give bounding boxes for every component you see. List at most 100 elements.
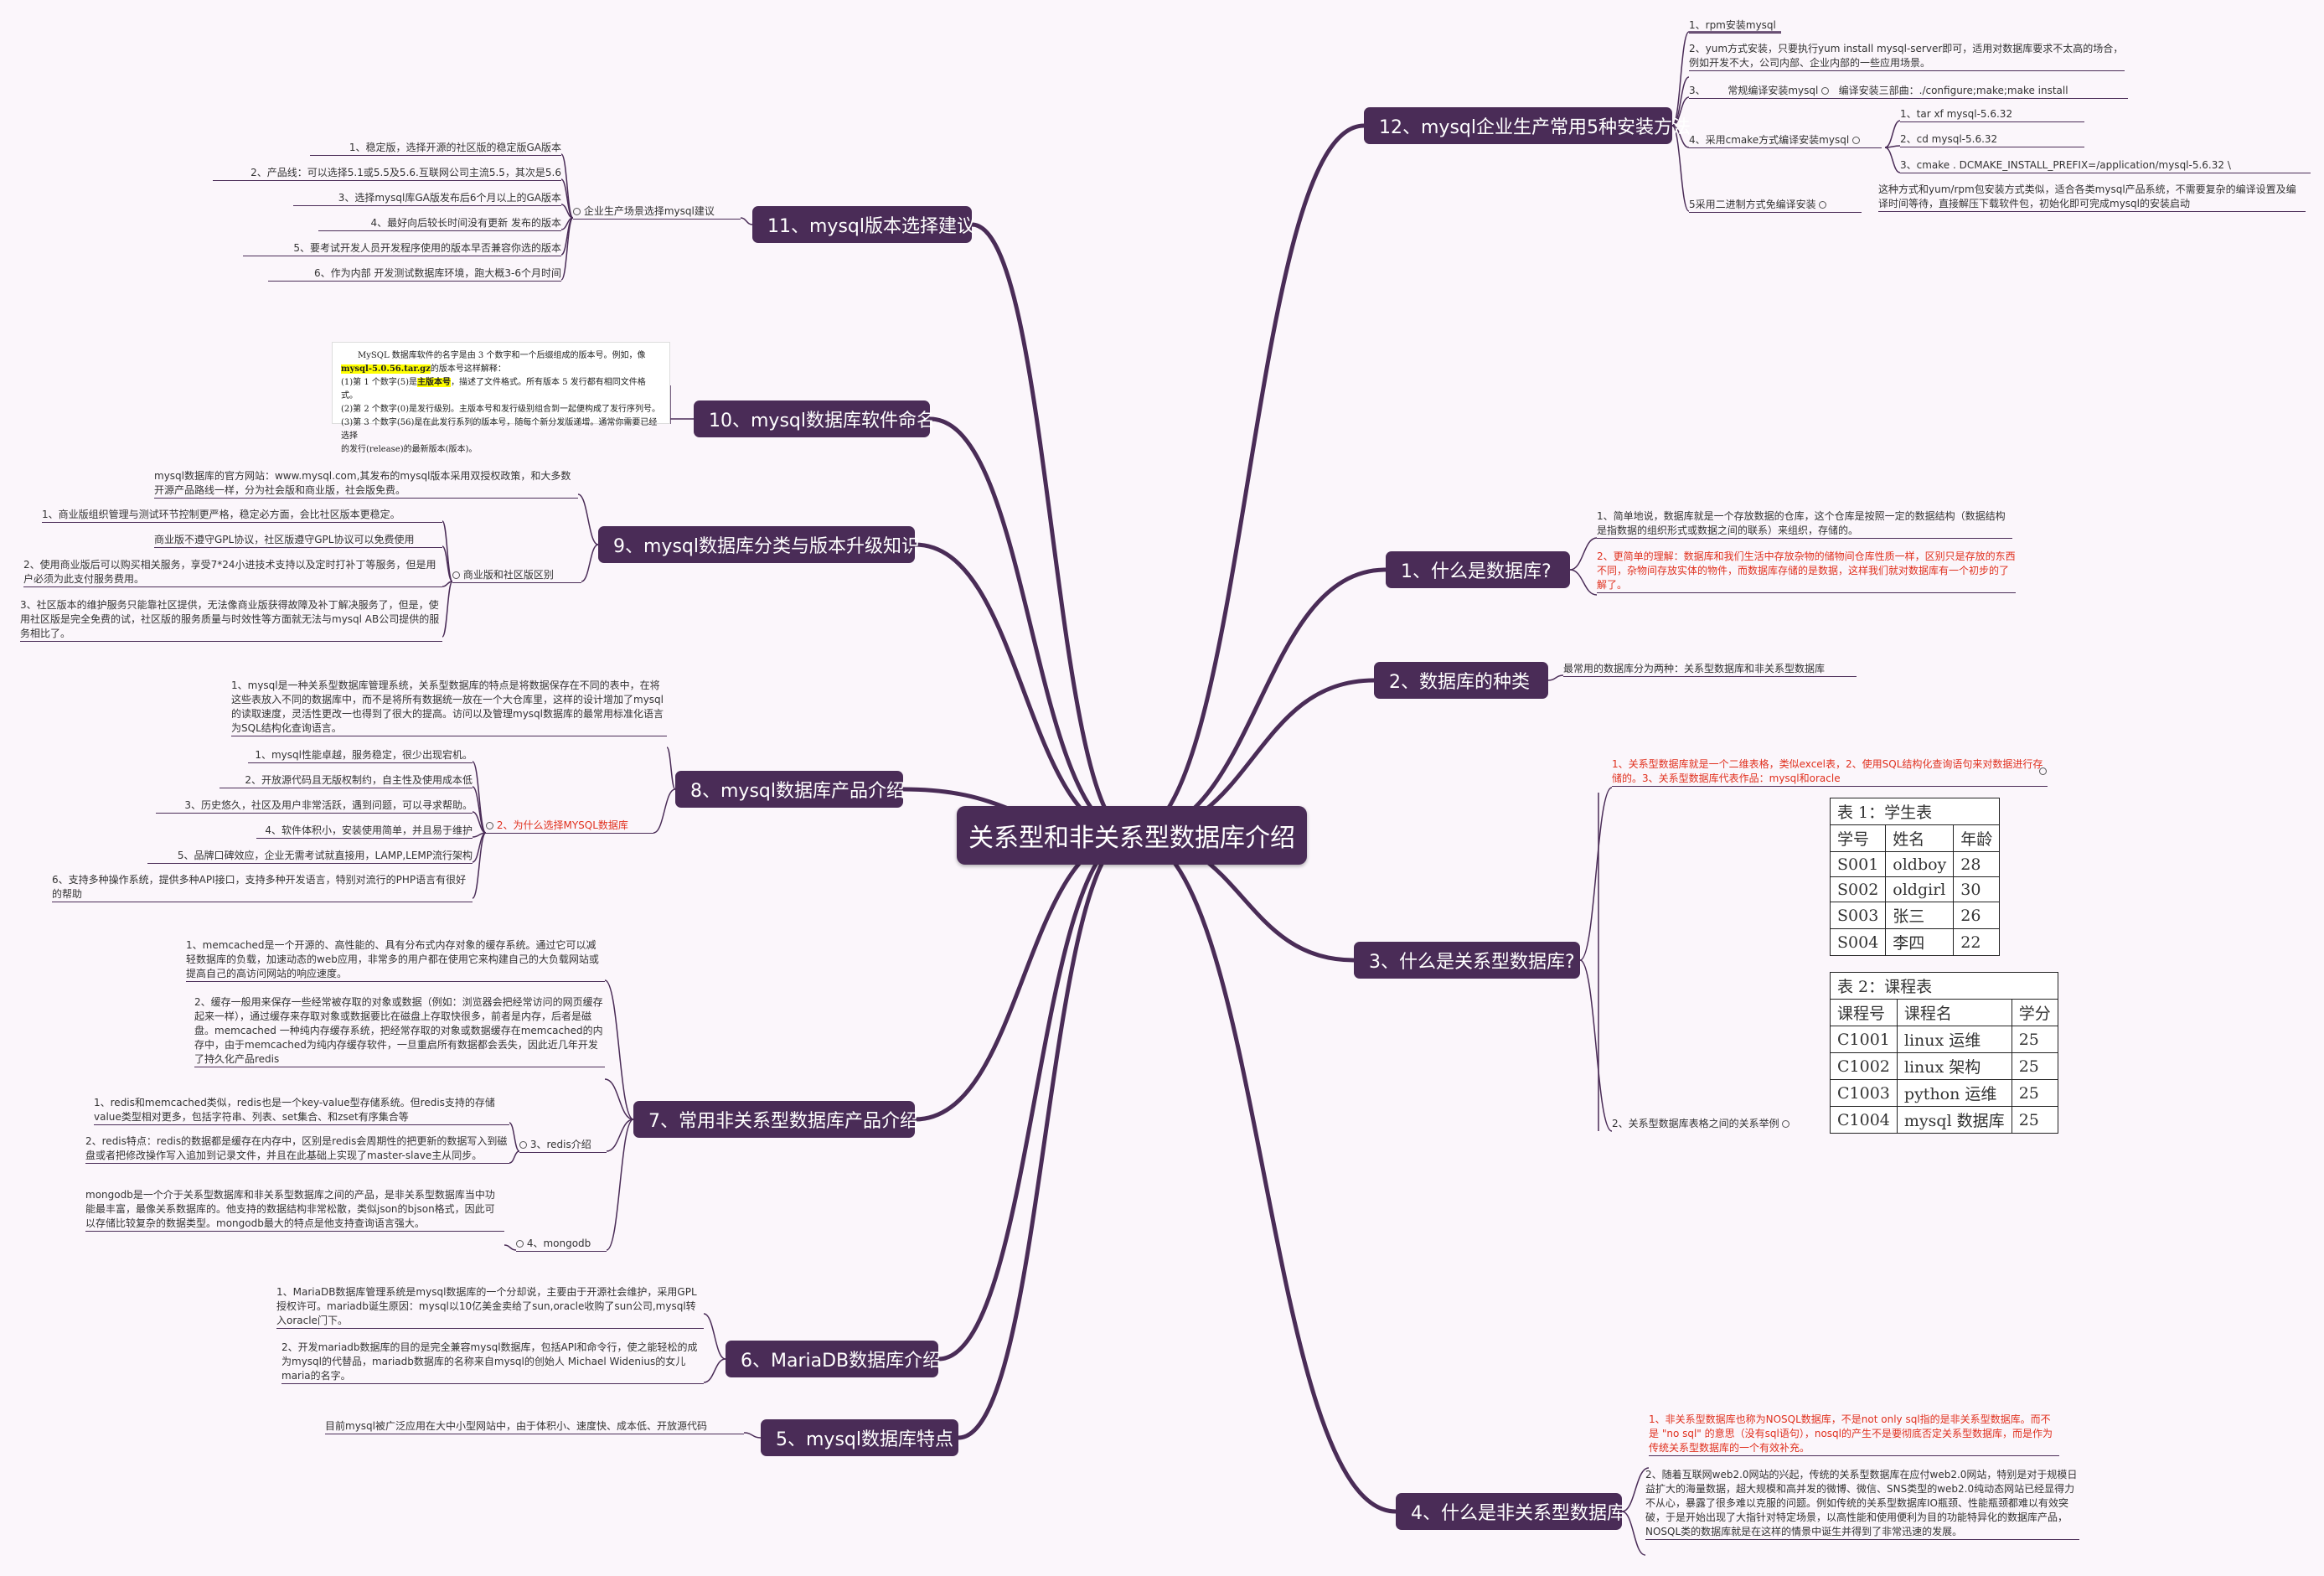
- t11-compatible[interactable]: 5、要考试开发人员开发程序使用的版本早否兼容你选的版本: [243, 241, 561, 256]
- t2-desc[interactable]: 最常用的数据库分为两种：关系型数据库和非关系型数据库: [1563, 662, 1857, 677]
- t6-branch: [703, 1358, 726, 1383]
- naming-line1: MySQL 数据库软件的名字是由 3 个数字和一个后缀组成的版本号。例如，像: [358, 351, 646, 360]
- t9-leaf: [442, 520, 453, 582]
- t9-commercial-service[interactable]: 2、使用商业版后可以购买相关服务，享受7*24小进技术支持以及定时打补丁等服务，…: [23, 558, 442, 587]
- course-table-cell: python 运维: [1896, 1079, 2012, 1107]
- t5-desc[interactable]: 目前mysql被广泛应用在大中小型网站中，由于体积小、速度快、成本低、开放源代码: [325, 1419, 744, 1434]
- t12-yum-install[interactable]: 2、yum方式安装，只要执行yum install mysql-server即可…: [1689, 42, 2125, 71]
- collapse-icon[interactable]: [486, 822, 493, 829]
- t7-redis-features[interactable]: 2、redis特点：redis的数据都是缓存在内存中，区别是redis会周期性的…: [85, 1134, 509, 1164]
- t12-binary-desc[interactable]: 这种方式和yum/rpm包安装方式类似，适合各类mysql产品系统，不需要复杂的…: [1878, 183, 2306, 212]
- t9-intro[interactable]: mysql数据库的官方网站：www.mysql.com,其发布的mysql版本采…: [154, 469, 578, 499]
- t11-group-label[interactable]: 企业生产场景选择mysql建议: [573, 204, 741, 220]
- topic-5-mysql-features[interactable]: 5、mysql数据库特点: [761, 1419, 958, 1456]
- naming-line6: 的发行(release)的最新版本(版本)。: [341, 445, 478, 454]
- t8-multi-os[interactable]: 6、支持多种操作系统，提供多种API接口，支持多种开发语言，特别对流行的PHP语…: [52, 873, 473, 902]
- topic-11-version-advice[interactable]: 11、mysql版本选择建议: [752, 206, 975, 243]
- t7-branch: [606, 1119, 634, 1251]
- t4-web2-background[interactable]: 2、随着互联网web2.0网站的兴起，传统的关系型数据库在应付web2.0网站，…: [1645, 1468, 2079, 1540]
- naming-line3c: ，描述了文件格式。所有版本 5 发行都有相同文件格式。: [341, 378, 646, 400]
- root-branch: [1131, 833, 1397, 1514]
- topic-6-mariadb[interactable]: 6、MariaDB数据库介绍: [726, 1341, 941, 1377]
- student-table-cell: S002: [1829, 876, 1887, 902]
- t8-community[interactable]: 3、历史悠久，社区及用户非常活跃，遇到问题，可以寻求帮助。: [156, 798, 473, 814]
- t7-mongodb-group[interactable]: 4、mongodb: [516, 1237, 607, 1252]
- t8-performance[interactable]: 1、mysql性能卓越，服务稳定，很少出现宕机。: [248, 748, 473, 763]
- t8-group-text: 2、为什么选择MYSQL数据库: [496, 819, 628, 831]
- t12-cmake-step2[interactable]: 2、cd mysql-5.6.32: [1900, 132, 2084, 147]
- topic-12-install-methods[interactable]: 12、mysql企业生产常用5种安装方法: [1364, 107, 1691, 144]
- collapse-icon[interactable]: [1782, 1120, 1790, 1128]
- t3-table-example-label[interactable]: 2、关系型数据库表格之间的关系举例: [1612, 1117, 1813, 1131]
- naming-line4: (2)第 2 个数字(0)是发行级别。主版本号和发行级别组合到一起便构成了发行序…: [341, 405, 661, 414]
- t11-branch: [740, 217, 753, 225]
- t7-cache[interactable]: 2、缓存一般用来保存一些经常被存取的对象或数据（例如：浏览器会把经常访问的网页缓…: [194, 995, 605, 1067]
- t7-redis-intro[interactable]: 1、redis和memcached类似，redis也是一个key-value型存…: [94, 1096, 509, 1125]
- student-table-cell: 年龄: [1953, 824, 2001, 852]
- t9-community[interactable]: 3、社区版本的维护服务只能靠社区提供，无法像商业版获得故障及补丁解决服务了，但是…: [20, 598, 442, 642]
- collapse-icon[interactable]: [573, 208, 581, 215]
- topic-3-relational-db[interactable]: 3、什么是关系型数据库?: [1354, 942, 1580, 979]
- t12-cmake-install[interactable]: 4、采用cmake方式编译安装mysql: [1689, 133, 1882, 148]
- t12-binary-install[interactable]: 5采用二进制方式免编译安装: [1689, 198, 1862, 213]
- root-branch: [958, 833, 1133, 1440]
- topic-4-nonrelational-db[interactable]: 4、什么是非关系型数据库: [1396, 1493, 1625, 1530]
- t8-intro[interactable]: 1、mysql是一种关系型数据库管理系统，关系型数据库的特点是将数据保存在不同的…: [231, 679, 667, 736]
- t9-commercial-stable[interactable]: 1、商业版组织管理与测试环节控制更严格，稳定必方面，会比社区版本更稳定。: [42, 508, 442, 523]
- t12-cmake-step3[interactable]: 3、cmake . DCMAKE_INSTALL_PREFIX=/applica…: [1900, 158, 2311, 173]
- t1-simple-definition[interactable]: 1、简单地说，数据库就是一个存放数据的仓库，这个仓库是按照一定的数据结构（数据结…: [1597, 509, 2012, 539]
- t12-compile-install[interactable]: 3、 常规编译安装mysql 编译安装三部曲：./configure;make;…: [1689, 84, 2128, 99]
- t3-n2-text: 2、关系型数据库表格之间的关系举例: [1612, 1118, 1779, 1129]
- t6-mariadb-goal[interactable]: 2、开发mariadb数据库的目的是完全兼容mysql数据库，包括API和命令行…: [281, 1341, 704, 1384]
- topic-8-mysql-product[interactable]: 8、mysql数据库产品介绍: [675, 771, 905, 808]
- t3-desc[interactable]: 1、关系型数据库就是一个二维表格，类似excel表，2、使用SQL结构化查询语句…: [1612, 757, 2048, 787]
- student-table-cell: S004: [1829, 928, 1887, 956]
- root-branch: [1131, 567, 1387, 838]
- t9-branch: [577, 493, 599, 545]
- t11-test-period[interactable]: 6、作为内部 开发测试数据库环境，跑大概3-6个月时间: [268, 266, 561, 282]
- t7-redis-group[interactable]: 3、redis介绍: [519, 1138, 607, 1153]
- t12-rpm-install[interactable]: 1、rpm安装mysql: [1689, 18, 1781, 34]
- t8-group-label[interactable]: 2、为什么选择MYSQL数据库: [486, 819, 653, 834]
- t8-brand[interactable]: 5、品牌口碑效应，企业无需考试就直接用，LAMP,LEMP流行架构: [147, 849, 473, 864]
- topic-2-database-types[interactable]: 2、数据库的种类: [1374, 662, 1548, 699]
- t9-group-label[interactable]: 商业版和社区版区别: [452, 568, 581, 583]
- collapse-icon[interactable]: [452, 571, 460, 579]
- t8-leaf: [472, 811, 487, 834]
- t6-mariadb-intro[interactable]: 1、MariaDB数据库管理系统是mysql数据库的一个分却说，主要由于开源社会…: [276, 1285, 704, 1329]
- topic-7-nosql-products[interactable]: 7、常用非关系型数据库产品介绍: [633, 1101, 918, 1138]
- root-branch: [929, 416, 1133, 838]
- t3-branch: [1579, 959, 1613, 1132]
- course-table-cell: 25: [2011, 1026, 2058, 1053]
- t11-product-line[interactable]: 2、产品线：可以选择5.1或5.5及5.6.互联网公司主流5.5，其次是5.6: [213, 166, 561, 181]
- t8-open-source[interactable]: 2、开放源代码且无版权制约，自主性及使用成本低: [219, 773, 473, 788]
- collapse-icon[interactable]: [1819, 201, 1827, 209]
- t9-gpl[interactable]: 商业版不遵守GPL协议，社区版遵守GPL协议可以免费使用: [154, 533, 442, 548]
- student-table-cell: 22: [1953, 928, 2001, 956]
- t12-cmake-step1[interactable]: 1、tar xf mysql-5.6.32: [1900, 107, 2084, 122]
- topic-9-classification[interactable]: 9、mysql数据库分类与版本升级知识: [598, 526, 920, 563]
- t11-ga-6months[interactable]: 3、选择mysql库GA版发布后6个月以上的GA版本: [293, 191, 561, 206]
- collapse-icon[interactable]: [516, 1240, 524, 1248]
- t12-n4-label: 4、采用cmake方式编译安装mysql: [1689, 134, 1850, 146]
- collapse-icon[interactable]: [1821, 87, 1830, 95]
- topic-10-software-naming[interactable]: 10、mysql数据库软件命名: [694, 400, 935, 437]
- t11-no-update[interactable]: 4、最好向后较长时间没有更新 发布的版本: [318, 216, 561, 231]
- t7-memcached[interactable]: 1、memcached是一个开源的、高性能的、具有分布式内存对象的缓存系统。通过…: [186, 938, 605, 982]
- root-topic[interactable]: 关系型和非关系型数据库介绍: [957, 806, 1307, 865]
- topic-1-what-is-database[interactable]: 1、什么是数据库?: [1386, 551, 1570, 588]
- t4-nosql-definition[interactable]: 1、非关系型数据库也称为NOSQL数据库，不是not only sql指的是非关…: [1649, 1413, 2059, 1456]
- collapse-icon[interactable]: [2039, 767, 2047, 775]
- t9-group-text: 商业版和社区版区别: [462, 569, 554, 581]
- t8-small-size[interactable]: 4、软件体积小，安装使用简单，并且易于维护: [256, 824, 473, 839]
- collapse-icon[interactable]: [519, 1141, 527, 1149]
- naming-line3a: (1)第 1 个数字(5)是: [341, 378, 418, 387]
- t11-stable-ga[interactable]: 1、稳定版，选择开源的社区版的稳定版GA版本: [310, 141, 561, 156]
- course-table-cell: 25: [2011, 1052, 2058, 1080]
- collapse-icon[interactable]: [1852, 137, 1861, 144]
- t1-simpler-understanding[interactable]: 2、更简单的理解：数据库和我们生活中存放杂物的储物间仓库性质一样，区别只是存放的…: [1597, 550, 2016, 593]
- root-branch: [971, 222, 1133, 838]
- t7-mongodb-desc[interactable]: mongodb是一个介于关系型数据库和非关系型数据库之间的产品，是非关系型数据库…: [85, 1188, 504, 1232]
